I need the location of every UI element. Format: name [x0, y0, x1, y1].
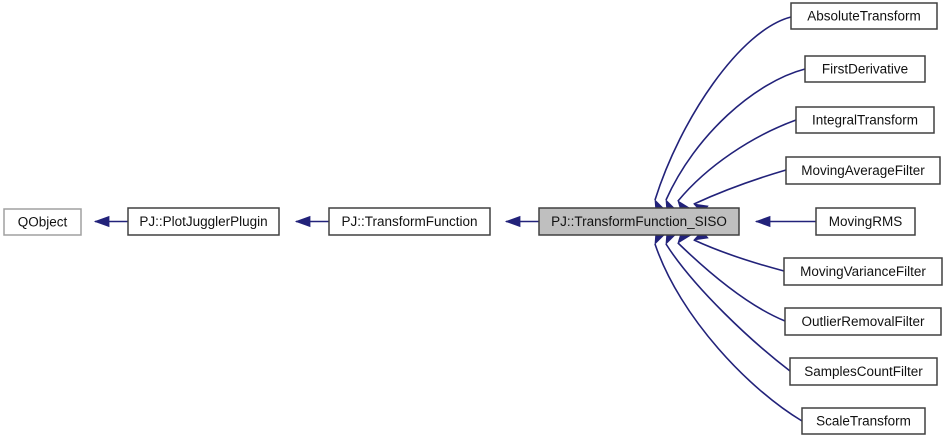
edge-line [677, 242, 786, 322]
node-box[interactable] [538, 207, 740, 236]
inheritance-edge [677, 229, 786, 322]
node-movingrms[interactable]: MovingRMS [815, 207, 916, 236]
node-label: SamplesCountFilter [804, 364, 923, 379]
node-movingvariancefilter[interactable]: MovingVarianceFilter [783, 257, 943, 286]
edge-arrowhead-icon [294, 215, 311, 228]
node-box[interactable] [328, 207, 491, 236]
node-label: PJ::TransformFunction [341, 214, 477, 229]
inheritance-edge [754, 215, 816, 228]
node-samplescountfilter[interactable]: SamplesCountFilter [789, 357, 938, 386]
node-transformfunction[interactable]: PJ::TransformFunction [328, 207, 491, 236]
inheritance-edge [677, 119, 797, 215]
nodes-layer: QObject PJ::PlotJugglerPlugin PJ::Transfor… [3, 2, 943, 435]
node-box[interactable] [790, 2, 938, 30]
node-label: MovingRMS [829, 214, 903, 229]
inheritance-edge [504, 215, 539, 228]
node-label: MovingAverageFilter [801, 163, 925, 178]
node-box[interactable] [789, 357, 938, 386]
node-firstderivative[interactable]: FirstDerivative [804, 55, 926, 83]
inheritance-edge [665, 230, 791, 372]
node-qobject[interactable]: QObject [3, 208, 82, 236]
edge-line [693, 239, 785, 272]
inheritance-edge [692, 169, 787, 214]
edge-line [654, 16, 792, 201]
node-box[interactable] [804, 55, 926, 83]
node-box[interactable] [784, 307, 942, 336]
node-label: IntegralTransform [812, 113, 918, 128]
node-plotjugglerplugin[interactable]: PJ::PlotJugglerPlugin [127, 207, 280, 236]
node-label: PJ::PlotJugglerPlugin [139, 214, 267, 229]
inheritance-edge [294, 215, 329, 228]
node-label: ScaleTransform [816, 414, 911, 429]
edge-line [665, 68, 806, 201]
node-label: MovingVarianceFilter [800, 264, 926, 279]
inheritance-edge [654, 16, 792, 214]
node-movingaveragefilter[interactable]: MovingAverageFilter [785, 156, 941, 185]
node-label: AbsoluteTransform [807, 9, 921, 24]
node-box[interactable] [815, 207, 916, 236]
node-label: OutlierRemovalFilter [801, 314, 925, 329]
edge-arrowhead-icon [504, 215, 521, 228]
node-label: FirstDerivative [822, 62, 908, 77]
inheritance-edge [692, 230, 785, 272]
node-box[interactable] [783, 257, 943, 286]
node-box[interactable] [127, 207, 280, 236]
node-box[interactable] [801, 407, 926, 435]
node-scaletransform[interactable]: ScaleTransform [801, 407, 926, 435]
edge-line [654, 243, 803, 422]
node-box[interactable] [795, 106, 935, 134]
node-box[interactable] [785, 156, 941, 185]
inheritance-edge [93, 215, 128, 228]
edge-arrowhead-icon [93, 215, 110, 228]
edge-line [677, 119, 797, 202]
node-label: PJ::TransformFunction_SISO [551, 214, 727, 229]
node-box[interactable] [3, 208, 82, 236]
node-outlierremovalfilter[interactable]: OutlierRemovalFilter [784, 307, 942, 336]
edge-line [665, 243, 791, 372]
node-integraltransform[interactable]: IntegralTransform [795, 106, 935, 134]
node-label: QObject [18, 215, 68, 230]
node-transformfunction_siso[interactable]: PJ::TransformFunction_SISO [538, 207, 740, 236]
node-absolutetransform[interactable]: AbsoluteTransform [790, 2, 938, 30]
edge-arrowhead-icon [754, 215, 771, 228]
edge-line [693, 169, 787, 205]
